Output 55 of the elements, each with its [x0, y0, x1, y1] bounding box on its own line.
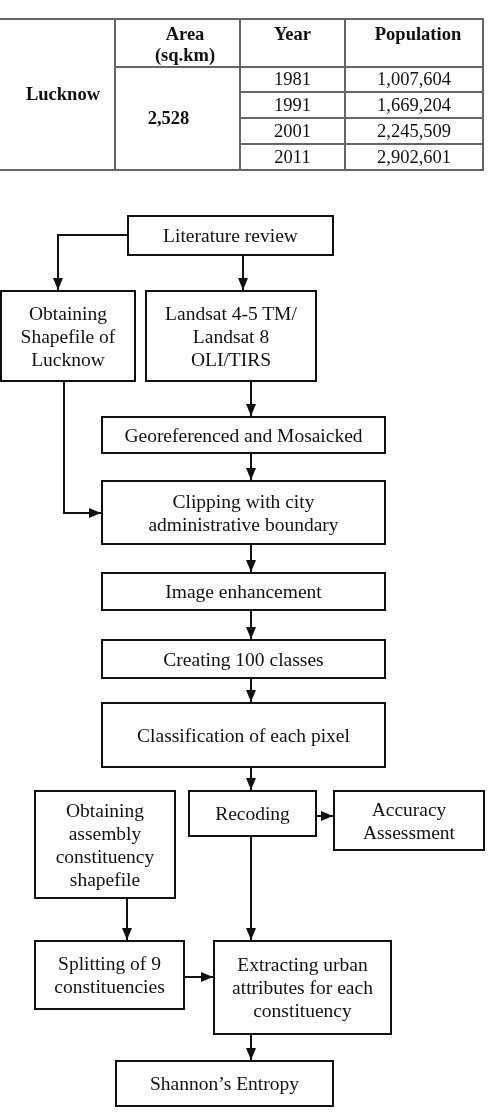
- arrow: [246, 836, 256, 941]
- table-header-cell: Year: [241, 18, 346, 68]
- arrow: [246, 610, 256, 640]
- arrow: [53, 234, 128, 291]
- table-header-cell: Area (sq.km): [116, 18, 241, 68]
- table-cell: 2011: [241, 145, 346, 171]
- process-box: [101, 572, 386, 611]
- process-box: [101, 639, 386, 679]
- step-label: Landsat 4-5 TM/ Landsat 8 OLI/TIRS: [164, 301, 298, 371]
- process-box: [127, 215, 334, 256]
- step-label: Creating 100 classes: [163, 647, 324, 671]
- process-box: [101, 702, 386, 768]
- step-label: Classification of each pixel: [137, 723, 350, 747]
- table-cell: 2,245,509: [346, 119, 484, 145]
- step-label: Shannon’s Entropy: [150, 1072, 299, 1095]
- arrow: [246, 767, 256, 791]
- table-cell: 2001: [241, 119, 346, 145]
- arrow: [238, 255, 248, 291]
- step-label: Obtaining Shapefile of Lucknow: [19, 301, 117, 371]
- table-cell: 2,902,601: [346, 145, 484, 171]
- process-box: [101, 416, 386, 454]
- step-label: Clipping with city administrative boundary: [147, 489, 340, 536]
- arrow: [316, 811, 334, 821]
- table-cell: 1991: [241, 93, 346, 119]
- arrow: [246, 544, 256, 573]
- step-label: Literature review: [163, 224, 298, 247]
- process-box: [115, 1060, 334, 1107]
- process-box: [333, 790, 485, 851]
- process-box: [34, 940, 185, 1010]
- arrow: [63, 381, 102, 518]
- arrow: [246, 1034, 256, 1061]
- step-label: Splitting of 9 constituencies: [53, 952, 166, 998]
- process-box: [101, 480, 386, 545]
- step-label: Obtaining assembly constituency shapefile: [54, 798, 156, 891]
- table-cell: 2,528: [116, 68, 241, 171]
- process-box: [34, 790, 176, 899]
- arrow: [246, 381, 256, 417]
- process-box: [213, 940, 392, 1035]
- step-label: Image enhancement: [165, 580, 322, 603]
- arrow: [184, 972, 214, 982]
- step-label: Recoding: [215, 802, 290, 825]
- arrow: [122, 898, 132, 941]
- table-cell: 1,007,604: [346, 68, 484, 93]
- process-box: [145, 290, 317, 382]
- process-box: [188, 790, 317, 837]
- row-header-cell: Lucknow: [0, 18, 116, 171]
- step-label: Extracting urban attributes for each constituency: [231, 953, 374, 1022]
- table-header-cell: Population: [346, 18, 484, 68]
- step-label: Georeferenced and Mosaicked: [124, 423, 363, 447]
- table-cell: 1,669,204: [346, 93, 484, 119]
- arrow: [246, 453, 256, 481]
- table-cell: 1981: [241, 68, 346, 93]
- arrow: [246, 678, 256, 703]
- process-box: [0, 290, 136, 382]
- step-label: Accuracy Assessment: [361, 797, 457, 844]
